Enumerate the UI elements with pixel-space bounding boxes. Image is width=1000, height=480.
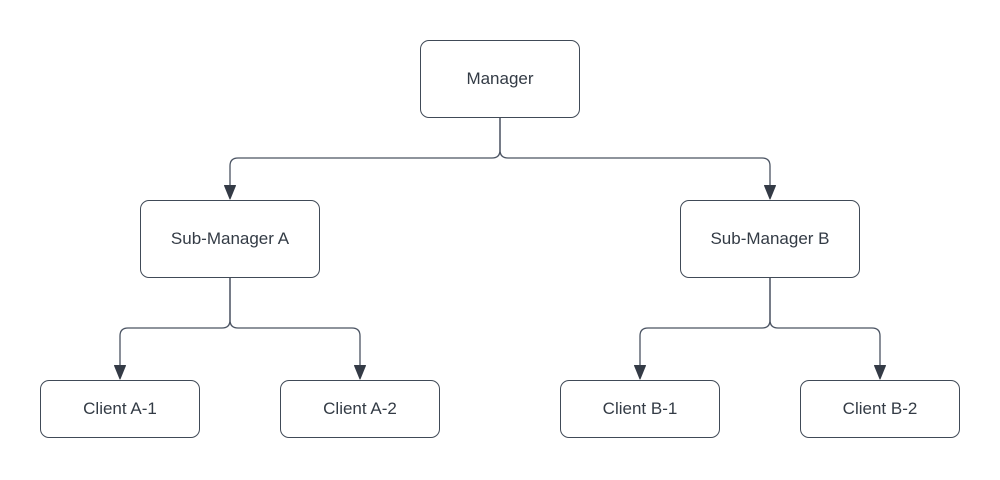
- arrowhead-client-b1: [634, 365, 646, 380]
- edge-sub-manager-a-to-client-a1[interactable]: [119, 278, 231, 366]
- node-client-a2-label: Client A-2: [323, 398, 397, 418]
- node-sub-manager-b[interactable]: Sub-Manager B: [680, 200, 860, 278]
- node-client-b1-label: Client B-1: [602, 398, 678, 418]
- edge-sub-manager-a-to-client-a2[interactable]: [229, 278, 361, 366]
- node-client-a1[interactable]: Client A-1: [40, 380, 200, 438]
- arrowhead-client-a1: [114, 365, 126, 380]
- edge-manager-to-sub-manager-b[interactable]: [499, 118, 771, 186]
- node-client-a1-label: Client A-1: [83, 398, 157, 418]
- node-client-b2[interactable]: Client B-2: [800, 380, 960, 438]
- arrowhead-client-a2: [354, 365, 366, 380]
- arrowhead-sub-manager-a: [224, 185, 236, 200]
- node-sub-manager-a-label: Sub-Manager A: [170, 228, 290, 248]
- edge-manager-to-sub-manager-a[interactable]: [229, 118, 501, 186]
- node-client-b2-label: Client B-2: [842, 398, 918, 418]
- node-manager-label: Manager: [466, 68, 534, 88]
- arrowhead-client-b2: [874, 365, 886, 380]
- node-client-b1[interactable]: Client B-1: [560, 380, 720, 438]
- node-manager[interactable]: Manager: [420, 40, 580, 118]
- node-sub-manager-a[interactable]: Sub-Manager A: [140, 200, 320, 278]
- node-client-a2[interactable]: Client A-2: [280, 380, 440, 438]
- arrowhead-sub-manager-b: [764, 185, 776, 200]
- edge-sub-manager-b-to-client-b1[interactable]: [639, 278, 771, 366]
- node-sub-manager-b-label: Sub-Manager B: [710, 228, 830, 248]
- edge-sub-manager-b-to-client-b2[interactable]: [769, 278, 881, 366]
